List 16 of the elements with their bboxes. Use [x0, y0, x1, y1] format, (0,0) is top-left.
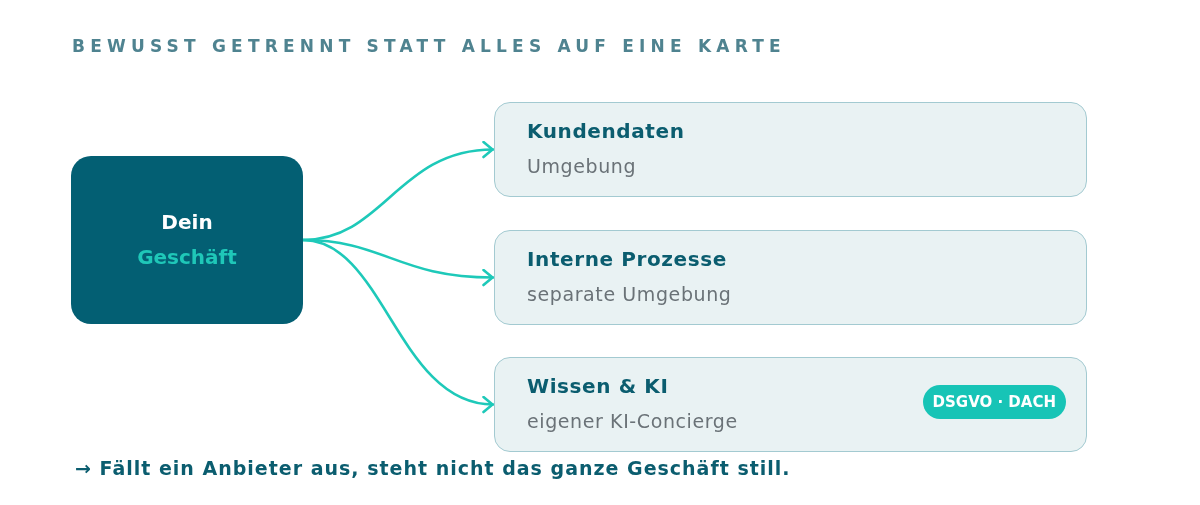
- card-description: Umgebung: [527, 154, 637, 178]
- card-heading: Kundendaten: [527, 118, 685, 144]
- category-card: [494, 230, 1087, 325]
- card-heading: Wissen & KI: [527, 373, 669, 399]
- compliance-tag: DSGVO · DACH: [922, 385, 1066, 419]
- card-description: eigener KI-Concierge: [527, 409, 738, 433]
- category-card: [494, 357, 1087, 452]
- category-card: [494, 102, 1087, 197]
- card-heading: Interne Prozesse: [527, 246, 727, 272]
- hub-highlight: Geschäft: [137, 245, 237, 270]
- connector-arrow: [301, 238, 495, 412]
- hub-title: Dein: [161, 210, 213, 235]
- footnote-text: → Fällt ein Anbieter aus, steht nicht das ganze Geschäft still.: [75, 456, 791, 480]
- diagram-title: BEWUSST GETRENNT STATT ALLES AUF EINE KARTE: [72, 35, 786, 57]
- central-box: [71, 156, 303, 324]
- card-description: separate Umgebung: [527, 282, 732, 306]
